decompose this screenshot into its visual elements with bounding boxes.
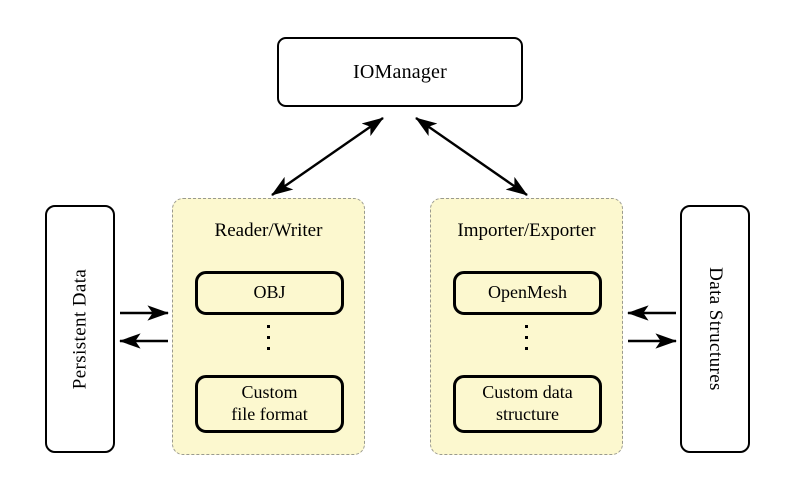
- iomanager-box[interactable]: IOManager: [277, 37, 523, 107]
- arrow-manager-reader-writer: [271, 117, 384, 196]
- data-structures-label: Data Structures: [705, 267, 726, 391]
- persistent-data-label: Persistent Data: [69, 268, 91, 390]
- importer-exporter-item-openmesh[interactable]: OpenMesh: [453, 271, 602, 315]
- data-structures-box[interactable]: Data Structures: [680, 205, 750, 453]
- reader-writer-item-obj-label: OBJ: [253, 282, 286, 303]
- iomanager-label: IOManager: [353, 60, 447, 83]
- reader-writer-ellipsis-icon: [173, 325, 364, 350]
- reader-writer-item-obj[interactable]: OBJ: [195, 271, 344, 315]
- persistent-data-box[interactable]: Persistent Data: [45, 205, 115, 453]
- importer-exporter-title: Importer/Exporter: [457, 220, 596, 241]
- importer-exporter-item-openmesh-label: OpenMesh: [488, 282, 567, 303]
- reader-writer-title: Reader/Writer: [214, 220, 323, 241]
- arrow-manager-importer-exporter: [415, 117, 528, 196]
- importer-exporter-ellipsis-icon: [431, 325, 622, 350]
